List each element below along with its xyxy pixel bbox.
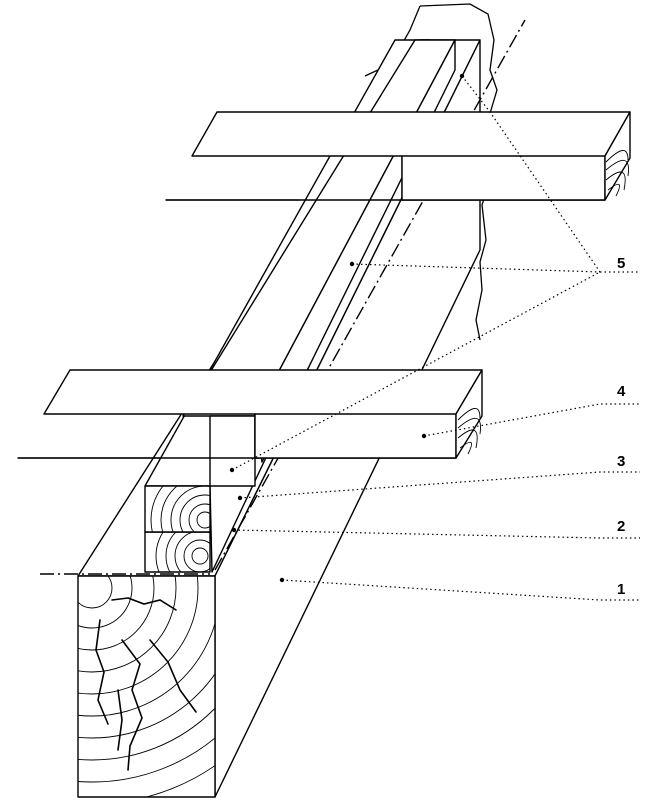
leader-1-dot [279, 577, 285, 583]
leader-1 [281, 579, 640, 601]
lower-beam-end [455, 369, 483, 459]
upper-beam-rings [605, 150, 629, 197]
leader-5-dot-a [459, 73, 465, 79]
rafter-end-face [209, 415, 256, 487]
leader-5-b [351, 263, 601, 273]
axis-line-side [214, 19, 526, 571]
leader-4-dot [421, 433, 427, 439]
sill-cracks [95, 597, 197, 771]
leader-2 [233, 529, 640, 539]
leader-3 [239, 471, 640, 499]
callout-3: 3 [617, 453, 625, 470]
upper-cross-beam [165, 111, 631, 201]
callout-1: 1 [617, 581, 625, 598]
sill-end-grain [77, 575, 216, 798]
leader-5-a [461, 75, 601, 273]
callout-leaders [229, 73, 640, 601]
block-end-grain [144, 485, 211, 533]
leader-2-dot [231, 527, 237, 533]
lower-cross-beam [17, 369, 483, 459]
callout-5: 5 [617, 255, 625, 272]
lower-beam-rings [457, 408, 481, 455]
lining-rings [155, 532, 210, 572]
block-rings [150, 486, 210, 532]
leader-4 [423, 403, 640, 437]
leader-3-dot [237, 495, 243, 501]
callout-numbers: 5 4 3 2 1 [617, 255, 626, 598]
callout-2: 2 [617, 518, 625, 535]
upper-beam-front [401, 155, 606, 201]
upper-beam-end [604, 111, 631, 201]
callout-4: 4 [617, 383, 626, 400]
leader-5-dot-b [349, 261, 355, 267]
leader-5-dot-c [229, 467, 235, 473]
sill-growth-rings [78, 576, 215, 797]
